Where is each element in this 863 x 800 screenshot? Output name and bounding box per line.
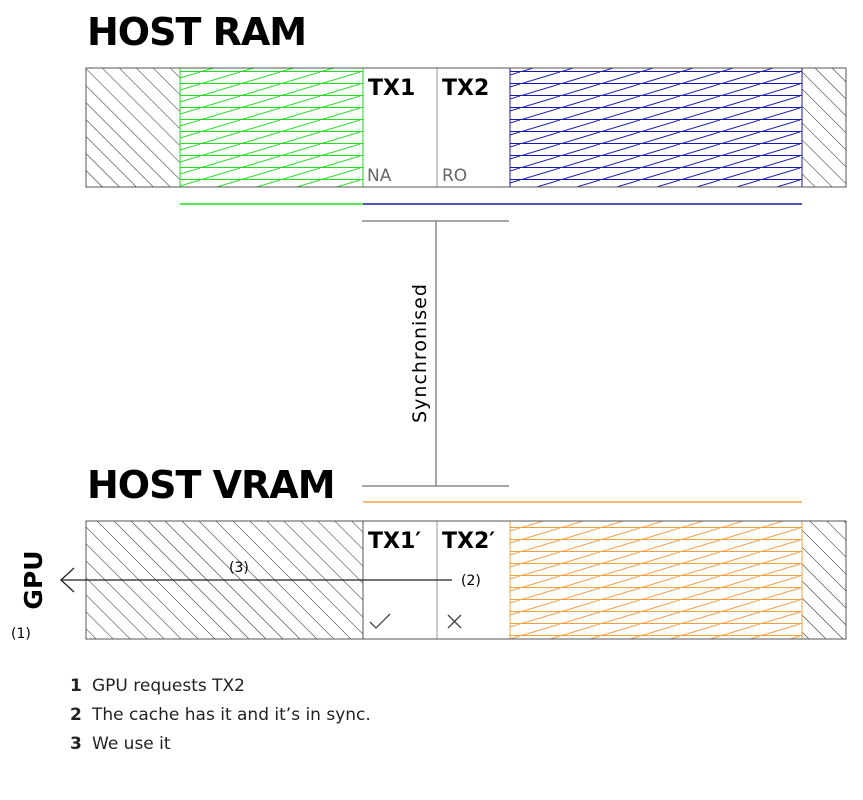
host-ram-bar [85,67,847,188]
host-vram-heading: HOST VRAM [87,463,335,507]
host-ram-heading: HOST RAM [87,10,306,54]
check-icon [369,613,391,629]
ram-blue-region [510,68,802,187]
ram-green-region [180,68,363,187]
host-vram-bar [85,520,847,640]
vram-orange-region [510,521,802,639]
tx2-label: TX2 [442,76,489,101]
step2-marker: (2) [461,573,481,589]
legend-item: 3 We use it [70,730,371,759]
legend-item-text: We use it [92,734,171,754]
legend-item-text: GPU requests TX2 [92,676,245,696]
request-arrow [60,567,452,593]
ram-tx2-cell [437,68,510,187]
tx1-label: TX1 [368,76,415,101]
tx1-state-label: NA [367,166,392,186]
cross-icon [447,614,462,629]
legend-item-number: 1 [70,676,82,696]
sync-bracket [362,220,509,487]
legend-item: 1 GPU requests TX2 [70,672,371,701]
legend-item-number: 2 [70,705,82,725]
sync-label: Synchronised [409,283,431,423]
tx1-cache-label: TX1′ [368,529,421,554]
vram-black-region-right [802,521,846,639]
tx2-cache-label: TX2′ [442,529,495,554]
step3-marker: (3) [229,560,249,576]
step1-marker: (1) [11,626,31,642]
ram-black-region-left [86,68,180,187]
legend-item: 2 The cache has it and it’s in sync. [70,701,371,730]
legend-item-text: The cache has it and it’s in sync. [92,705,371,725]
tx2-state-label: RO [442,166,467,186]
ram-black-region-right [802,68,846,187]
steps-legend: 1 GPU requests TX2 2 The cache has it and … [70,672,371,759]
gpu-label: GPU [19,550,48,609]
legend-item-number: 3 [70,734,82,754]
ram-tx1-cell [363,68,437,187]
